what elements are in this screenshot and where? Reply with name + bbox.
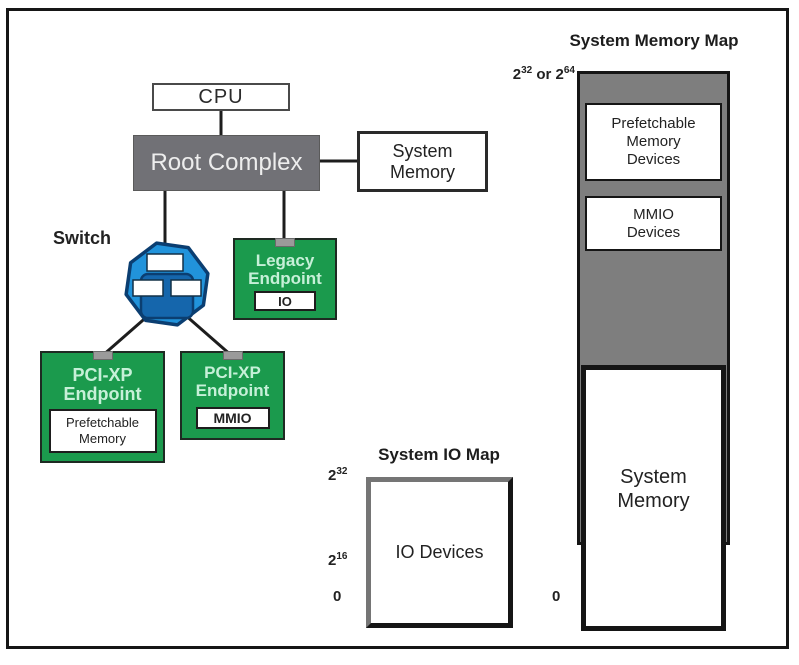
io-axis-label-2-16: 216 (328, 551, 348, 569)
cpu-box: CPU (152, 83, 290, 111)
exponent: 64 (563, 65, 575, 76)
exponent: 32 (521, 65, 533, 76)
io-axis-label-zero: 0 (333, 588, 342, 605)
io-devices-label: IO Devices (395, 541, 484, 562)
pcixp-endpoint-mmio-box: PCI-XP Endpoint MMIO (180, 351, 285, 440)
pcixp-endpoint-label: PCI-XP Endpoint (195, 363, 270, 401)
io-badge: IO (254, 291, 316, 311)
legacy-endpoint-box: Legacy Endpoint IO (233, 238, 337, 320)
io-axis-label-2-32: 232 (328, 466, 348, 484)
switch-downstream-port-right (170, 279, 202, 297)
prefetch-region-label: Prefetchable Memory Devices (611, 115, 696, 168)
switch-downstream-port-left (132, 279, 164, 297)
exponent: 32 (336, 466, 348, 477)
prefetch-region-box: Prefetchable Memory Devices (585, 103, 722, 181)
mmio-region-label: MMIO Devices (626, 205, 681, 241)
memory-axis-label-zero: 0 (552, 588, 561, 605)
system-memory-label: System Memory (389, 140, 455, 182)
root-complex-box: Root Complex (133, 135, 320, 191)
switch-icon (124, 241, 210, 327)
cpu-label: CPU (198, 85, 244, 108)
system-memory-region-box: System Memory (581, 365, 726, 631)
system-memory-region-label: System Memory (617, 466, 690, 512)
pcixp-endpoint-prefetch-box: PCI-XP Endpoint Prefetchable Memory (40, 351, 165, 463)
pcixp-endpoint-label: PCI-XP Endpoint (63, 365, 142, 405)
endpoint-tab (92, 351, 113, 360)
memory-map-title: System Memory Map (569, 31, 739, 50)
switch-upstream-port (146, 253, 184, 272)
prefetchable-memory-badge: Prefetchable Memory (48, 409, 157, 453)
mmio-badge: MMIO (195, 407, 270, 429)
memory-map-top-label: 232 or 264 (512, 65, 575, 83)
endpoint-tab (275, 238, 295, 247)
exponent: 16 (336, 551, 348, 562)
endpoint-tab (222, 351, 243, 360)
io-map-box: IO Devices (366, 477, 513, 628)
legacy-endpoint-label: Legacy Endpoint (248, 251, 322, 289)
mmio-region-box: MMIO Devices (585, 196, 722, 251)
io-map-title: System IO Map (378, 445, 500, 464)
system-memory-box: System Memory (357, 131, 488, 192)
root-complex-label: Root Complex (150, 149, 303, 176)
switch-label: Switch (53, 228, 112, 248)
